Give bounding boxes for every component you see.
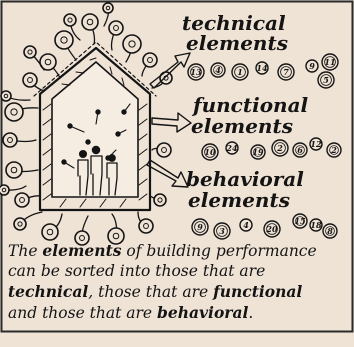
functional-element-19: 19	[250, 144, 266, 160]
bubble	[23, 45, 45, 71]
behavioral-element-number: 15	[294, 216, 306, 226]
functional-element-number: 2	[330, 145, 337, 155]
technical-element-number: 11	[324, 57, 335, 67]
technical-element-7: 7	[277, 63, 295, 81]
bubble	[54, 30, 77, 61]
functional-element-12: 12	[309, 137, 323, 151]
technical-label-line2: elements	[186, 31, 288, 55]
functional-label-line1: functional	[191, 93, 309, 117]
behavioral-element-18: 18	[309, 218, 323, 232]
behavioral-element-8: 8	[322, 223, 338, 239]
caption: The elements of building performance can…	[8, 241, 317, 322]
bubble	[137, 211, 154, 234]
bubble	[41, 213, 63, 241]
behavioral-element-number: 3	[219, 226, 225, 236]
caption-line-2: can be sorted into those that are	[8, 262, 265, 280]
behavioral-element-number: 4	[243, 220, 249, 230]
functional-element-number: 24	[225, 143, 238, 153]
technical-element-14: 14	[255, 61, 269, 75]
behavioral-element-number: 18	[310, 220, 322, 230]
functional-element-number: 2	[276, 143, 283, 153]
bubble	[151, 71, 173, 89]
bubble	[13, 211, 43, 231]
behavioral-label-line2: elements	[188, 188, 290, 212]
functional-element-10: 10	[201, 143, 219, 161]
technical-label-line1: technical	[182, 11, 286, 35]
functional-element-number: 19	[252, 147, 264, 157]
category-labels: technical elements functional elements b…	[182, 11, 309, 212]
functional-element-number: 10	[204, 147, 216, 157]
behavioral-element-20: 20	[263, 220, 281, 238]
numbered-elements: 13 4 1 14 7 9 11 5 10 24 19 2 6 12 2 9 3 4 20 15 18 8	[187, 53, 342, 240]
bubble	[149, 193, 167, 207]
functional-element-24: 24	[225, 141, 239, 155]
behavioral-label-line1: behavioral	[186, 167, 304, 191]
behavioral-element-3: 3	[213, 222, 231, 240]
functional-label-line2: elements	[191, 114, 293, 138]
bubble	[0, 184, 27, 196]
bubble	[141, 52, 158, 77]
behavioral-element-number: 8	[327, 226, 333, 236]
people-figures	[77, 145, 118, 196]
behavioral-element-number: 20	[265, 224, 278, 234]
bubble	[102, 2, 114, 27]
bubble	[81, 13, 99, 45]
technical-element-4: 4	[210, 62, 226, 78]
bubble	[2, 132, 37, 148]
caption-line-4: and those that are behavioral.	[8, 303, 253, 322]
behavioral-element-15: 15	[292, 213, 308, 229]
bubble	[74, 215, 90, 246]
behavioral-element-9: 9	[191, 218, 209, 236]
technical-element-5: 5	[317, 71, 335, 89]
bubble	[151, 142, 172, 158]
behavioral-element-4: 4	[239, 218, 253, 232]
technical-element-number: 4	[215, 65, 221, 75]
technical-element-number: 9	[309, 61, 315, 71]
technical-element-number: 1	[237, 67, 243, 77]
technical-element-11: 11	[321, 53, 339, 71]
functional-element-2: 2	[271, 139, 289, 157]
technical-element-9: 9	[305, 59, 319, 73]
bubble	[63, 13, 81, 41]
elements-bubble-cloud	[0, 2, 173, 246]
behavioral-element-number: 9	[197, 222, 203, 232]
bubble	[108, 20, 124, 51]
technical-element-number: 5	[323, 75, 329, 85]
bubble	[122, 34, 142, 63]
arrow-behavioral	[146, 159, 189, 188]
arrow-technical	[149, 52, 191, 89]
caption-line-1: The elements of building performance	[8, 241, 317, 260]
bubble	[14, 192, 41, 208]
functional-element-number: 12	[310, 139, 322, 149]
caption-line-3: technical, those that are functional	[8, 282, 302, 301]
functional-element-6: 6	[292, 142, 308, 158]
functional-element-number: 6	[297, 145, 303, 155]
arrows	[146, 52, 192, 188]
functional-element-2: 2	[326, 142, 342, 158]
technical-element-1: 1	[231, 63, 249, 81]
bubble	[0, 90, 31, 102]
bubble	[107, 213, 125, 245]
technical-element-13: 13	[187, 63, 205, 81]
technical-element-number: 7	[283, 67, 289, 77]
bubble	[4, 102, 39, 122]
technical-element-number: 13	[190, 67, 202, 77]
bubble	[5, 161, 39, 179]
arrow-functional	[151, 112, 192, 133]
technical-element-number: 14	[256, 63, 268, 73]
